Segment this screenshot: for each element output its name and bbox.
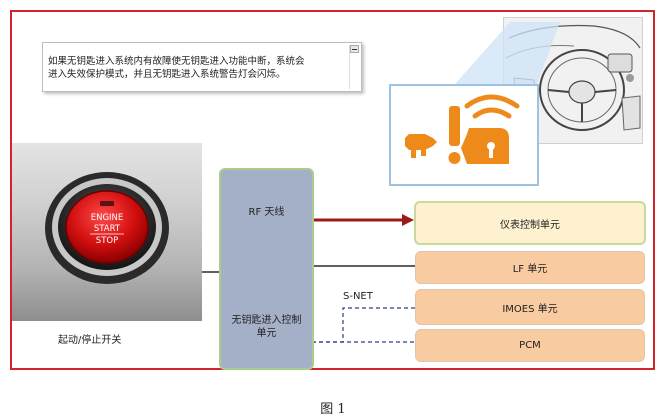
- imoes-unit: IMOES 单元: [415, 289, 645, 325]
- s-net-bus-label: S-NET: [343, 291, 373, 302]
- switch-caption: 起动/停止开关: [58, 335, 122, 346]
- button-text-stop: STOP: [96, 236, 118, 246]
- keyless-control-unit: [219, 168, 314, 370]
- warning-icon-callout: [389, 84, 539, 186]
- note-scrollbar[interactable]: [349, 45, 359, 89]
- description-note: 如果无钥匙进入系统内有故障使无钥匙进入功能中断，系统会 进入失效保护模式，并且无…: [42, 42, 362, 92]
- button-text-start: START: [94, 224, 121, 234]
- control-unit-label-line-1: 无钥匙进入控制: [231, 315, 302, 326]
- pcm-unit: PCM: [415, 329, 645, 362]
- keyless-warning-icon: [405, 94, 520, 164]
- instrument-cluster-unit: 仪表控制单元: [414, 201, 646, 245]
- control-unit-label: 无钥匙进入控制 单元: [219, 314, 314, 340]
- lf-unit: LF 单元: [415, 251, 645, 284]
- rf-antenna-label: RF 天线: [248, 207, 285, 218]
- start-stop-switch-photo: ENGINE START STOP: [12, 143, 202, 321]
- figure-caption: 图 1: [320, 402, 346, 417]
- note-line-2: 进入失效保护模式，并且无钥匙进入系统警告灯会闪烁。: [48, 69, 286, 80]
- control-unit-label-line-2: 单元: [256, 328, 277, 339]
- note-line-1: 如果无钥匙进入系统内有故障使无钥匙进入功能中断，系统会: [48, 56, 305, 67]
- button-text-engine: ENGINE: [91, 213, 124, 223]
- minimize-icon[interactable]: [350, 45, 359, 53]
